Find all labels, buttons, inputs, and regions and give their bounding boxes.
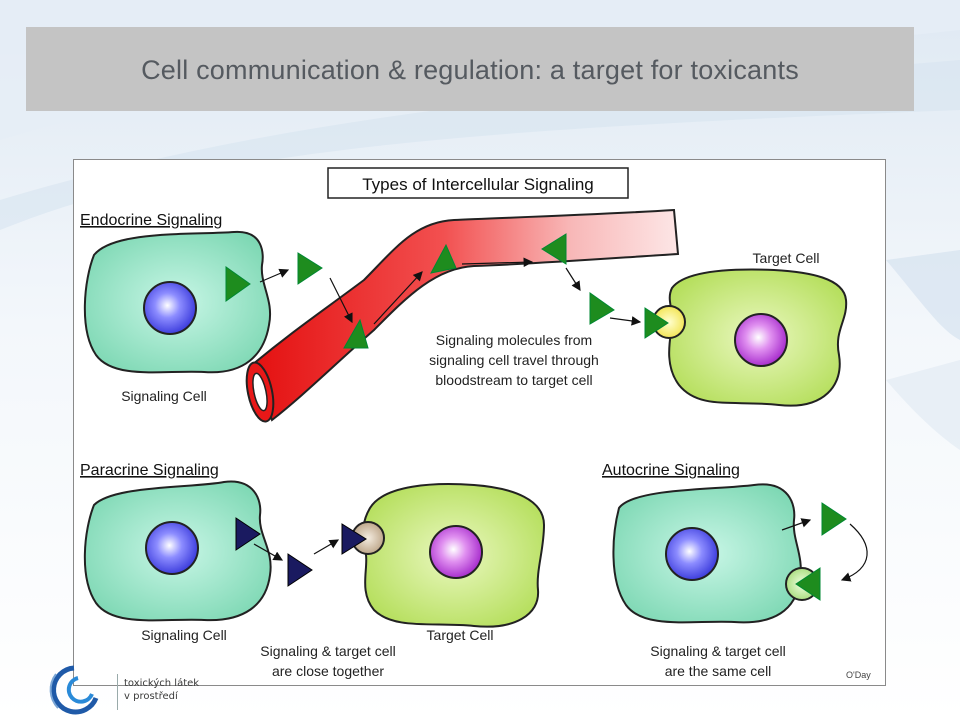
title-bar: Cell communication & regulation: a targe… xyxy=(26,27,914,111)
paracrine-target-nucleus xyxy=(429,525,483,579)
endocrine-section: Endocrine Signaling Signaling Cell xyxy=(80,208,848,423)
paracrine-signaling-cell-label: Signaling Cell xyxy=(141,627,227,643)
autocrine-section: Autocrine Signaling Signaling & target c… xyxy=(602,462,868,679)
autocrine-bound-molecule xyxy=(795,567,821,601)
endocrine-bound-molecule xyxy=(644,307,669,339)
endocrine-molecule xyxy=(343,318,369,349)
autocrine-caption-line-2: are the same cell xyxy=(665,663,772,679)
endocrine-molecule xyxy=(430,243,457,274)
paracrine-target-cell-label: Target Cell xyxy=(427,627,494,643)
diagram-heading-box: Types of Intercellular Signaling xyxy=(327,167,629,199)
endocrine-molecule xyxy=(541,233,567,265)
autocrine-caption-line-1: Signaling & target cell xyxy=(650,643,785,659)
paracrine-bound-molecule xyxy=(341,523,367,555)
paracrine-section: Paracrine Signaling Signaling Cell Targe… xyxy=(80,462,546,679)
endocrine-target-cell-label: Target Cell xyxy=(753,250,820,266)
paracrine-molecule xyxy=(235,517,261,551)
paracrine-caption-line-2: are close together xyxy=(272,663,384,679)
paracrine-molecule xyxy=(287,553,313,587)
endocrine-molecule xyxy=(297,252,323,285)
endocrine-caption-line-3: bloodstream to target cell xyxy=(435,372,592,388)
blood-vessel xyxy=(250,208,680,422)
autocrine-label: Autocrine Signaling xyxy=(602,462,740,479)
logo-divider xyxy=(117,674,118,710)
autocrine-nucleus xyxy=(665,527,719,581)
endocrine-molecule xyxy=(589,292,615,325)
logo-text-line-2: v prostředí xyxy=(124,691,178,702)
signaling-diagram: Types of Intercellular Signaling Endocri… xyxy=(73,159,886,686)
endocrine-label: Endocrine Signaling xyxy=(80,212,222,229)
institute-logo xyxy=(49,665,99,715)
paracrine-label: Paracrine Signaling xyxy=(80,462,219,479)
endocrine-caption-line-1: Signaling molecules from xyxy=(436,332,592,348)
endocrine-caption-line-2: signaling cell travel through xyxy=(429,352,599,368)
endocrine-signaling-cell-label: Signaling Cell xyxy=(121,388,207,404)
artist-signature: O'Day xyxy=(846,670,871,680)
endocrine-molecule xyxy=(225,266,251,302)
slide-title: Cell communication & regulation: a targe… xyxy=(141,55,799,85)
autocrine-molecule xyxy=(821,502,847,536)
paracrine-signaling-nucleus xyxy=(145,521,199,575)
endocrine-target-nucleus xyxy=(734,313,788,367)
endocrine-signaling-nucleus xyxy=(143,281,197,335)
diagram-heading: Types of Intercellular Signaling xyxy=(362,175,594,194)
logo-text: toxických látek v prostředí xyxy=(124,677,199,703)
paracrine-caption-line-1: Signaling & target cell xyxy=(260,643,395,659)
logo-text-line-1: toxických látek xyxy=(124,678,200,689)
